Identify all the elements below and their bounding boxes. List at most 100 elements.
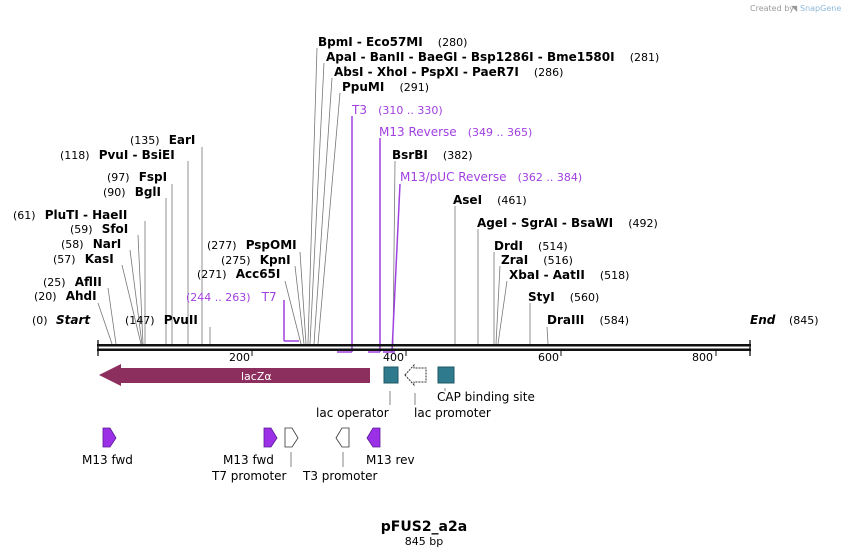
ruler-label: 600 xyxy=(538,351,559,364)
site-name: XbaI - AatII xyxy=(509,268,585,282)
site-connectors xyxy=(97,47,549,345)
end-label: End xyxy=(750,313,776,327)
m13-fwd-label: M13 fwd xyxy=(223,453,274,467)
site-pos: (492) xyxy=(628,217,658,230)
connector-ahdi xyxy=(97,302,113,345)
start-label: Start xyxy=(56,313,91,327)
m13-rev-arrow-icon xyxy=(366,427,381,448)
site-label-eari: (135) EarI xyxy=(130,129,195,148)
lac-promoter-arrow xyxy=(404,363,427,387)
site-name: PpuMI xyxy=(342,80,384,94)
site-pos: (97) xyxy=(107,171,130,184)
m13-fwd-arrow-icon xyxy=(263,427,278,448)
site-name: BpmI - Eco57MI xyxy=(318,35,423,49)
site-name: NarI xyxy=(93,237,122,251)
snapgene-logo-icon: ◥ xyxy=(791,4,798,13)
primer-label-t3: T3 (310 .. 330) xyxy=(351,99,443,118)
ruler-label: 400 xyxy=(383,351,404,364)
site-pos: (61) xyxy=(13,209,36,222)
site-pos: (584) xyxy=(599,314,629,327)
connector-kasi xyxy=(121,264,142,345)
lac-promoter-label: lac promoter xyxy=(414,406,491,420)
site-label-pvui: (118) PvuI - BsiEI xyxy=(60,144,175,163)
site-name: ApaI - BanII - BaeGI - Bsp1286I - Bme158… xyxy=(326,50,615,64)
lacz-alpha-label: lacZα xyxy=(241,370,272,383)
site-pos: (286) xyxy=(534,66,564,79)
site-label-pspomi: (277) PspOMI xyxy=(207,234,297,253)
site-pos: (118) xyxy=(60,149,90,162)
site-label-kasi: (57) KasI xyxy=(53,248,114,267)
sequence-backbone xyxy=(97,340,751,356)
feature-lacz-alpha: lacZα xyxy=(99,364,370,386)
site-label-ahdi: (20) AhdI xyxy=(34,285,97,304)
ruler-label: 800 xyxy=(692,351,713,364)
primer-range: (362 .. 384) xyxy=(518,171,583,184)
connector-bpmi xyxy=(307,47,318,345)
site-name: Acc65I xyxy=(236,267,281,281)
site-pos: (20) xyxy=(34,290,57,303)
site-pos: (135) xyxy=(130,134,160,147)
site-label-sfoi: (59) SfoI xyxy=(70,218,128,237)
site-pos: (560) xyxy=(570,291,600,304)
site-label-fspi: (97) FspI xyxy=(107,166,167,185)
backbone-top-strand xyxy=(97,344,751,347)
t7-promoter-label: T7 promoter xyxy=(211,469,287,483)
site-name: DrdI xyxy=(494,239,523,253)
cap-binding-site-box xyxy=(437,366,455,384)
primer-name: T7 xyxy=(261,290,277,304)
ruler xyxy=(251,351,717,356)
primer-range: (310 .. 330) xyxy=(378,104,443,117)
site-label-acc65i: (271) Acc65I xyxy=(197,263,280,282)
site-label-ppumi: PpuMI (291) xyxy=(342,76,429,95)
lac-operator-label: lac operator xyxy=(316,406,389,420)
site-name: AgeI - SgrAI - BsaWI xyxy=(477,216,613,230)
site-pos: (382) xyxy=(443,149,473,162)
connector-xbai xyxy=(497,280,508,345)
site-pos: (57) xyxy=(53,253,76,266)
lac-operator-box xyxy=(383,366,399,384)
site-pos: (461) xyxy=(497,194,527,207)
site-pos: (59) xyxy=(70,223,93,236)
site-pos: (271) xyxy=(197,268,227,281)
credit-brand: SnapGene xyxy=(800,4,841,13)
plasmid-length: 845 bp xyxy=(405,535,443,548)
site-pos: (280) xyxy=(438,36,468,49)
primer-name: M13/pUC Reverse xyxy=(400,170,507,184)
site-label-draiii: DraIII (584) xyxy=(547,309,629,328)
site-label-drdi: DrdI (514) xyxy=(494,235,568,254)
primer-label-m13-puc-reverse: M13/pUC Reverse (362 .. 384) xyxy=(400,166,582,185)
site-label-aflii: (25) AflII xyxy=(43,271,102,290)
site-name: StyI xyxy=(528,290,555,304)
site-name: AseI xyxy=(453,193,482,207)
connector-ppumi xyxy=(317,92,341,345)
connector-draiii xyxy=(546,326,549,345)
primer-markers xyxy=(283,116,401,353)
site-name: BsrBI xyxy=(392,148,428,162)
t3-promoter-arrow-icon xyxy=(335,427,350,448)
site-name: KpnI xyxy=(260,253,291,267)
primer-range: (349 .. 365) xyxy=(468,126,533,139)
connector-nari xyxy=(129,249,143,345)
site-label-kpni: (275) KpnI xyxy=(221,249,291,268)
site-pos: (281) xyxy=(630,51,660,64)
primer-label-t7: (244 .. 263) T7 xyxy=(186,286,277,305)
site-name: SfoI xyxy=(102,222,129,236)
site-pos: (291) xyxy=(399,81,429,94)
site-name: EarI xyxy=(169,133,196,147)
lacz-alpha-arrow xyxy=(99,364,370,386)
credit-prefix: Created by xyxy=(750,4,794,13)
site-pos: (516) xyxy=(543,254,573,267)
connector-absi xyxy=(313,77,333,345)
site-name: DraIII xyxy=(547,313,584,327)
ruler-label: 200 xyxy=(229,351,250,364)
m13-fwd-arrow-icon xyxy=(102,427,117,448)
site-name: AflII xyxy=(75,275,102,289)
site-pos: (58) xyxy=(61,238,84,251)
m13-rev-label: M13 rev xyxy=(366,453,415,467)
site-label-bsrbi: BsrBI (382) xyxy=(392,144,473,163)
site-pos: (518) xyxy=(600,269,630,282)
primer-label-m13-reverse: M13 Reverse (349 .. 365) xyxy=(379,121,532,140)
site-name: ZraI xyxy=(501,253,528,267)
site-pos: (90) xyxy=(103,186,126,199)
